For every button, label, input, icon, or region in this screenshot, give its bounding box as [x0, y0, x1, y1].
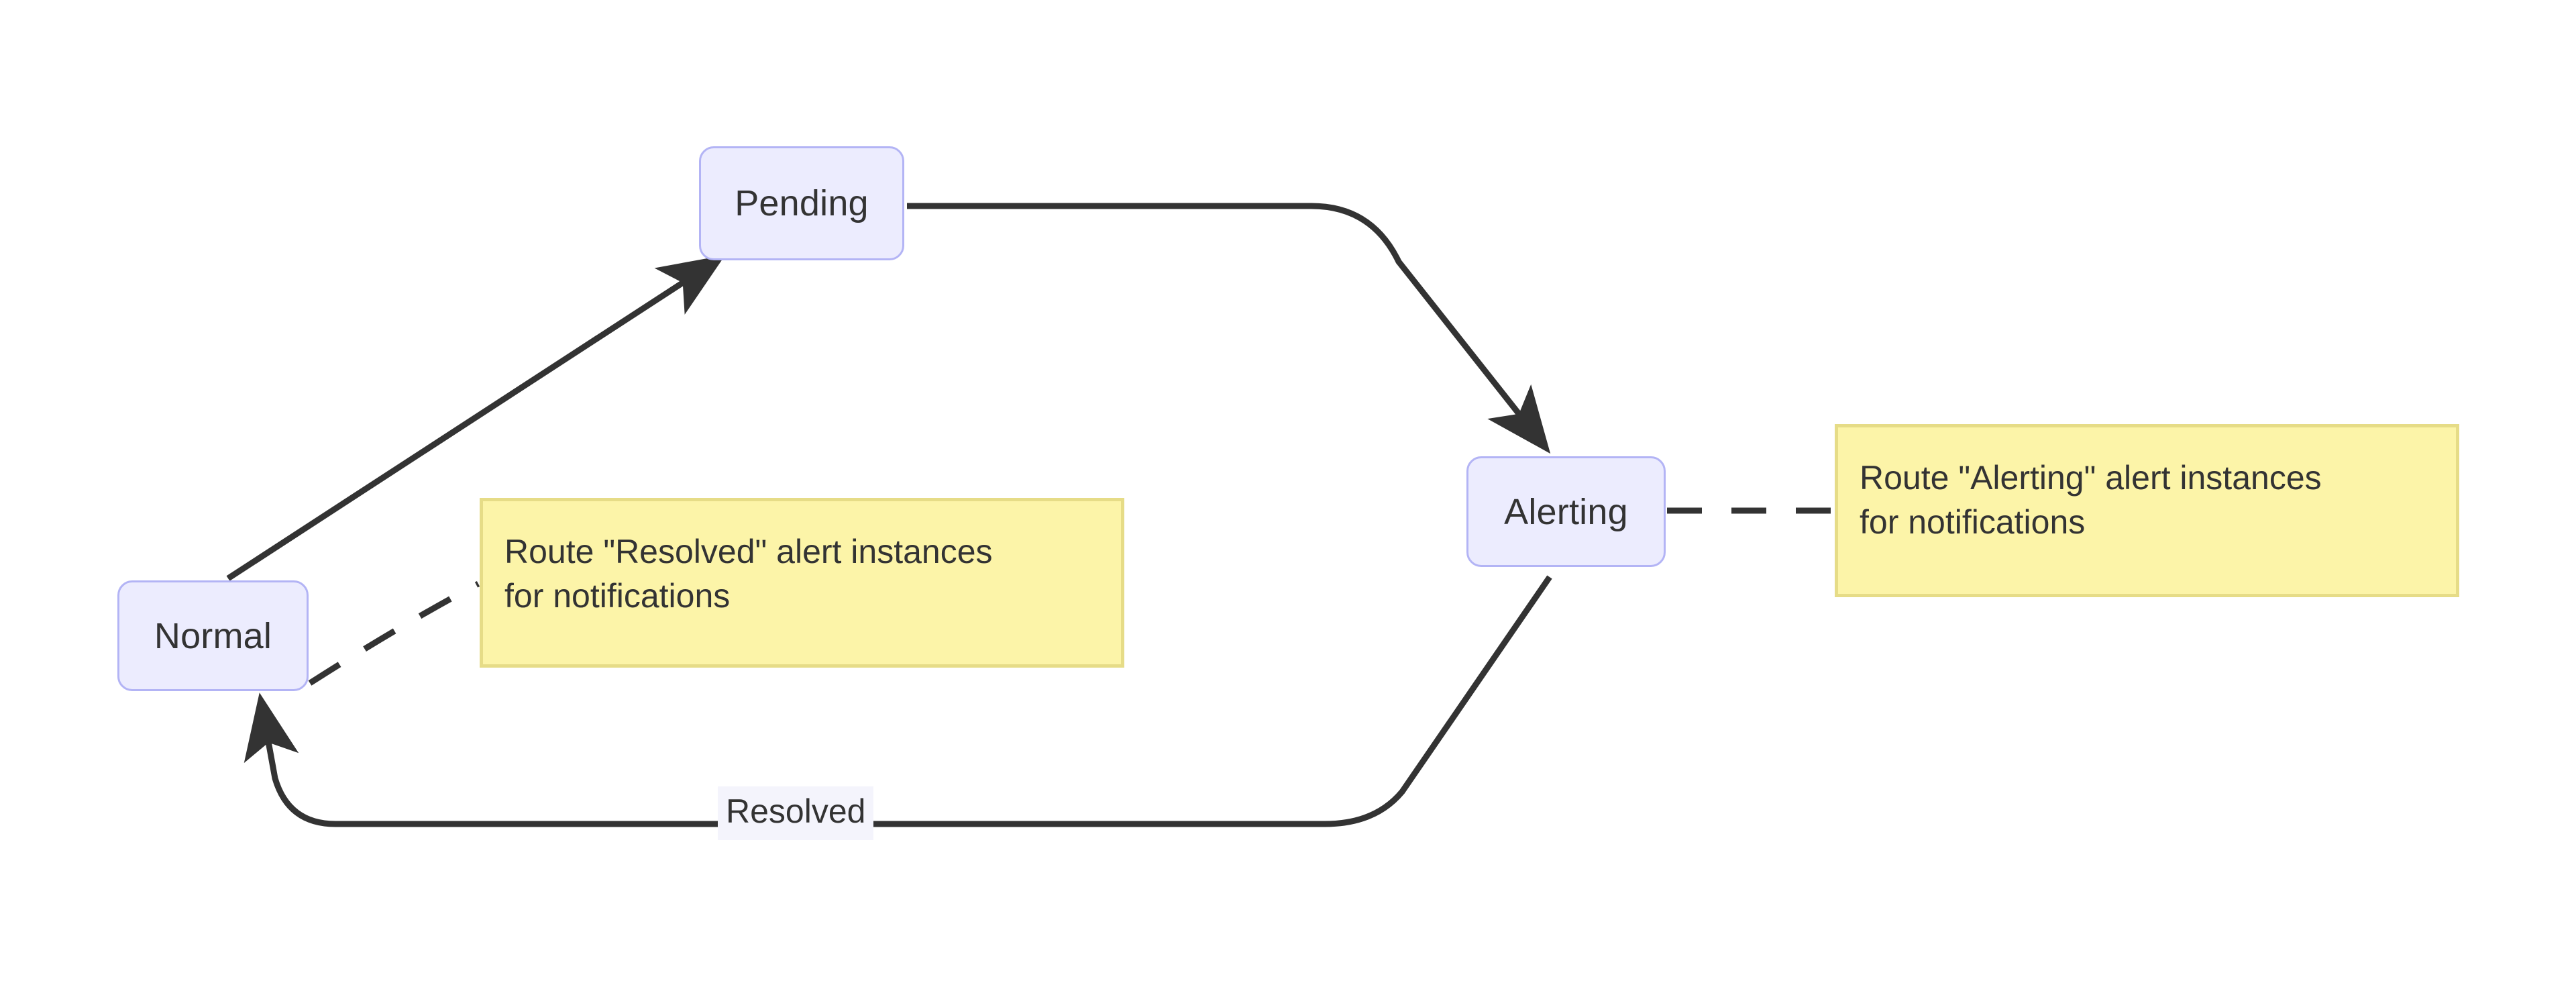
state-node-normal-label: Normal — [154, 615, 272, 656]
note-alerting-line-2: for notifications — [1860, 503, 2086, 541]
note-resolved: Route "Resolved" alert instances for not… — [480, 498, 1124, 668]
edge-pending-to-alerting — [907, 203, 1551, 454]
note-resolved-line-2: for notifications — [504, 577, 731, 615]
state-node-pending[interactable]: Pending — [699, 146, 904, 260]
note-alerting-line-1: Route "Alerting" alert instances — [1860, 459, 2322, 497]
note-resolved-line-1: Route "Resolved" alert instances — [504, 533, 993, 570]
edge-normal-to-note — [308, 581, 480, 686]
edge-label-resolved: Resolved — [718, 786, 874, 840]
note-alerting: Route "Alerting" alert instances for not… — [1835, 424, 2459, 597]
state-node-normal[interactable]: Normal — [117, 580, 309, 691]
state-node-alerting[interactable]: Alerting — [1466, 456, 1666, 567]
state-node-pending-label: Pending — [735, 183, 869, 223]
state-node-alerting-label: Alerting — [1504, 491, 1628, 532]
edge-normal-to-pending — [226, 255, 726, 581]
